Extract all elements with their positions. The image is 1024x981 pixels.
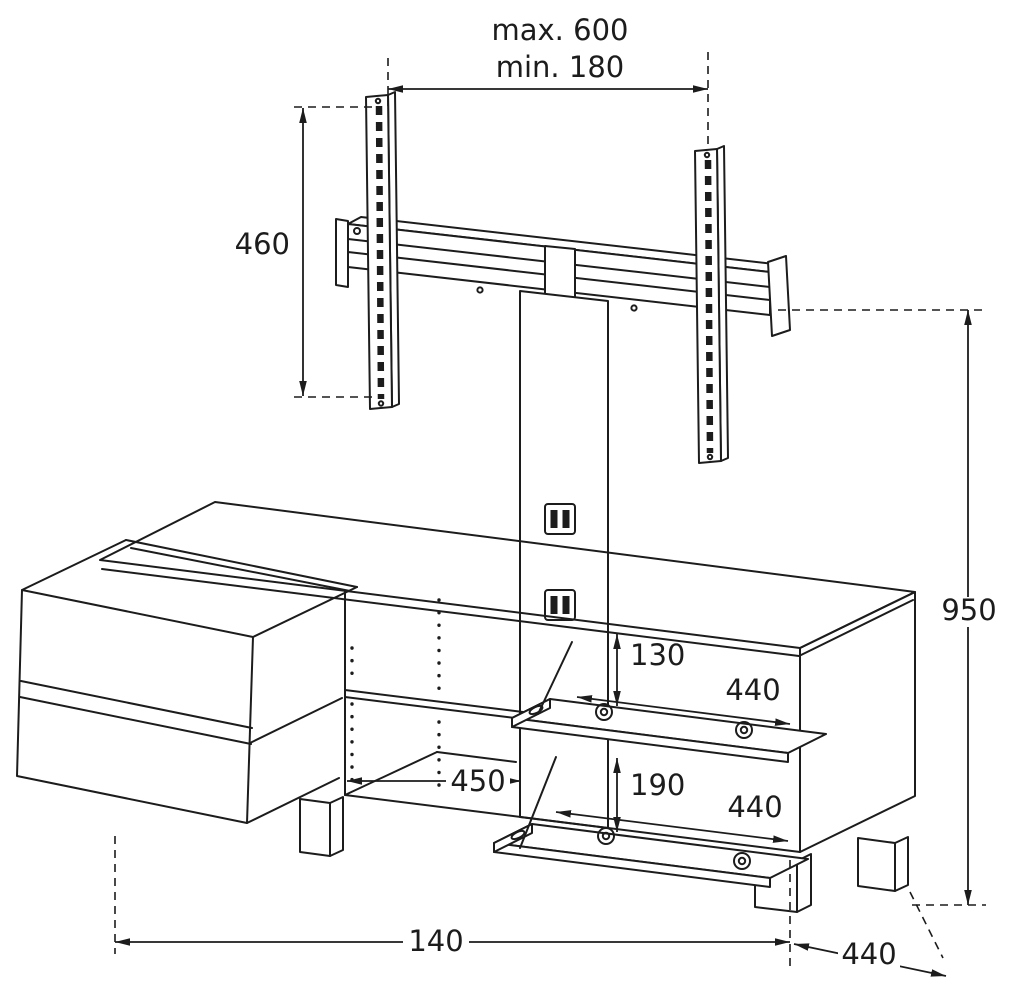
dim-arrow: [576, 695, 791, 726]
cable-grommet-lower: [544, 589, 576, 621]
dim-label-bracket-height: 460: [235, 227, 290, 261]
support-rod: [537, 641, 573, 715]
tv-bracket-left-rail: [365, 91, 400, 410]
glass-top: [99, 501, 916, 657]
dimension-lower-shelf-width: 440: [555, 790, 789, 843]
dim-label-min-width: min. 180: [496, 50, 624, 84]
dimension-overall-width: 140: [114, 836, 791, 968]
dim-label-upper-shelf-width: 440: [725, 673, 780, 707]
cabinet: [16, 501, 916, 913]
rail-slots: [704, 159, 714, 454]
dimension-upper-shelf-width: 440: [576, 673, 791, 726]
dimension-overall-height: 950: [778, 309, 1002, 906]
tv-bracket-right-rail: [694, 145, 729, 464]
dim-label-upper-opening: 130: [630, 638, 685, 672]
dim-label-lower-shelf-width: 440: [727, 790, 782, 824]
dim-label-lower-opening: 190: [630, 768, 685, 802]
open-drawer: [16, 539, 358, 824]
dimension-overall-depth: 440: [793, 891, 947, 977]
cam-lock: [733, 852, 751, 870]
dimension-bracket-height: 460: [235, 106, 378, 398]
dim-label-overall-width: 140: [408, 924, 463, 958]
dim-label-overall-height: 950: [941, 593, 996, 627]
drawer-front: [16, 589, 254, 824]
dim-label-max-width: max. 600: [492, 13, 629, 47]
dimension-bracket-width: max. 600 min. 180: [387, 13, 709, 146]
beam-screw: [630, 304, 638, 312]
support-column: [519, 245, 609, 829]
beam-screw: [353, 227, 361, 235]
beam-screw: [476, 286, 484, 294]
dimension-upper-opening: 130: [613, 634, 685, 706]
glass-shelf: [344, 689, 524, 713]
shelf-slot: [510, 829, 526, 841]
cabinet-right-side: [799, 591, 916, 853]
dim-arrow: [555, 810, 789, 843]
dim-label-middle-opening: 450: [450, 764, 505, 798]
dimension-middle-opening-width: 450: [347, 764, 521, 798]
cable-grommet-upper: [544, 503, 576, 535]
rail-slots: [375, 105, 385, 400]
support-rod: [519, 756, 557, 849]
dim-label-overall-depth: 440: [841, 937, 896, 971]
dimension-lower-opening: 190: [613, 758, 685, 832]
middle-compartment: [344, 598, 524, 790]
